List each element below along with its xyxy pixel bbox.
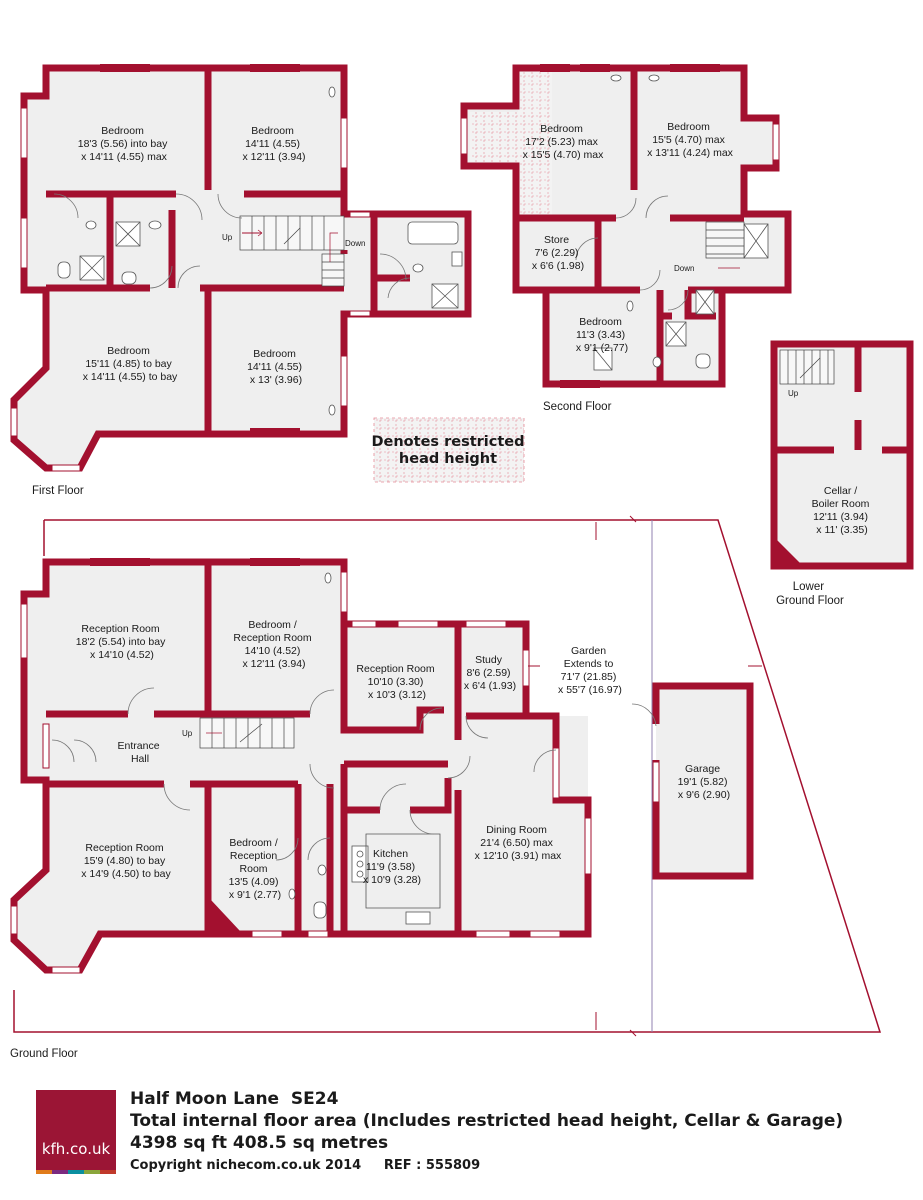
room-reception-2: Reception Room 10'10 (3.30) x 10'3 (3.12… <box>356 663 437 701</box>
logo-bar-segment <box>100 1170 116 1174</box>
garage-plan: Garage 19'1 (5.82) x 9'6 (2.90) <box>631 682 754 880</box>
first-floor-plan: Bedroom 18'3 (5.56) into bay x 14'11 (4.… <box>10 64 472 497</box>
logo-bar-segment <box>68 1170 84 1174</box>
stairs-up-label-gf: Up <box>182 729 193 738</box>
ground-floor-labels: Reception Room 18'2 (5.54) into bay x 14… <box>76 619 622 901</box>
first-floor-labels: Bedroom 18'3 (5.56) into bay x 14'11 (4.… <box>78 125 366 386</box>
footer: kfh.co.uk Half Moon Lane SE24 Total inte… <box>0 1088 923 1200</box>
room-dining: Dining Room 21'4 (6.50) max x 12'10 (3.9… <box>475 824 562 862</box>
first-floor-doors <box>53 193 411 299</box>
ground-floor-walls <box>10 558 592 974</box>
room-bedroom-reception-1: Bedroom / Reception Room 14'10 (4.52) x … <box>233 619 314 670</box>
floor-area-value: 4398 sq ft 408.5 sq metres <box>130 1133 389 1153</box>
legend-line-2: head height <box>399 451 497 467</box>
logo-bar-segment <box>52 1170 68 1174</box>
room-cellar: Cellar / Boiler Room 12'11 (3.94) x 11' … <box>812 485 873 536</box>
ground-floor-windows <box>10 571 592 974</box>
second-floor-plan: Bedroom 17'2 (5.23) max x 15'5 (4.70) ma… <box>460 64 792 413</box>
logo-color-bar <box>36 1170 116 1174</box>
ground-floor-stairs <box>199 717 295 749</box>
floor-area-note: Total internal floor area (Includes rest… <box>130 1111 844 1131</box>
room-reception-3: Reception Room 15'9 (4.80) to bay x 14'9… <box>81 842 171 880</box>
room-study: Study 8'6 (2.59) x 6'4 (1.93) <box>464 654 516 692</box>
stairs-down-label-sf: Down <box>674 264 694 273</box>
room-bedroom-ff3: Bedroom 15'11 (4.85) to bay x 14'11 (4.5… <box>83 345 178 383</box>
property-info: Half Moon Lane SE24 Total internal floor… <box>130 1088 843 1178</box>
stairs-up-label-ff: Up <box>222 233 233 242</box>
floor-plan: Bedroom 18'3 (5.56) into bay x 14'11 (4.… <box>10 64 914 1060</box>
logo-text: kfh.co.uk <box>41 1140 111 1158</box>
room-garage: Garage 19'1 (5.82) x 9'6 (2.90) <box>678 763 731 801</box>
restricted-height-legend: Denotes restricted head height <box>371 417 525 483</box>
first-floor-fixtures <box>57 86 463 416</box>
first-floor-windows <box>10 107 371 472</box>
garden-label: Garden Extends to 71'7 (21.85) x 55'7 (1… <box>558 645 622 696</box>
second-floor-walls <box>460 64 792 388</box>
room-reception-1: Reception Room 18'2 (5.54) into bay x 14… <box>76 623 169 661</box>
first-floor-title: First Floor <box>32 485 84 497</box>
copyright-ref: Copyright nichecom.co.uk 2014 REF : 5558… <box>130 1158 481 1173</box>
logo-bar-segment <box>84 1170 100 1174</box>
room-bedroom-sf3: Bedroom 11'3 (3.43) x 9'1 (2.77) <box>576 316 628 354</box>
ground-floor-title: Ground Floor <box>10 1048 78 1060</box>
room-store-sf: Store 7'6 (2.29) x 6'6 (1.98) <box>532 234 584 272</box>
stairs-up-label-lg: Up <box>788 389 799 398</box>
room-bedroom-ff4: Bedroom 14'11 (4.55) x 13' (3.96) <box>247 348 305 386</box>
room-entrance-hall: Entrance Hall <box>118 740 163 765</box>
ground-floor-doors <box>51 687 557 861</box>
first-floor-stairs <box>239 215 345 287</box>
ground-floor-plan: Reception Room 18'2 (5.54) into bay x 14… <box>10 515 882 1060</box>
property-address: Half Moon Lane SE24 <box>130 1089 339 1109</box>
room-kitchen: Kitchen 11'9 (3.58) x 10'9 (3.28) <box>363 848 421 886</box>
second-floor-title: Second Floor <box>543 401 612 413</box>
stairs-down-label-ff: Down <box>345 239 365 248</box>
garden-boundary <box>13 519 882 1033</box>
kfh-logo: kfh.co.uk <box>36 1090 116 1170</box>
legend-line-1: Denotes restricted <box>371 434 524 450</box>
room-bedroom-reception-2: Bedroom / Reception Room 13'5 (4.09) x 9… <box>229 837 282 901</box>
lower-ground-floor-plan: Up Cellar / Boiler Room 12'11 (3.94) x 1… <box>770 340 914 607</box>
first-floor-area <box>16 68 468 468</box>
room-bedroom-ff2: Bedroom 14'11 (4.55) x 12'11 (3.94) <box>242 125 305 163</box>
lower-ground-title: Lower Ground Floor <box>776 581 844 607</box>
logo-bar-segment <box>36 1170 52 1174</box>
room-bedroom-sf1: Bedroom 17'2 (5.23) max x 15'5 (4.70) ma… <box>523 123 605 161</box>
room-bedroom-sf2: Bedroom 15'5 (4.70) max x 13'11 (4.24) m… <box>647 121 734 159</box>
ground-floor-fixtures <box>288 572 441 925</box>
room-bedroom-ff1: Bedroom 18'3 (5.56) into bay x 14'11 (4.… <box>78 125 171 163</box>
